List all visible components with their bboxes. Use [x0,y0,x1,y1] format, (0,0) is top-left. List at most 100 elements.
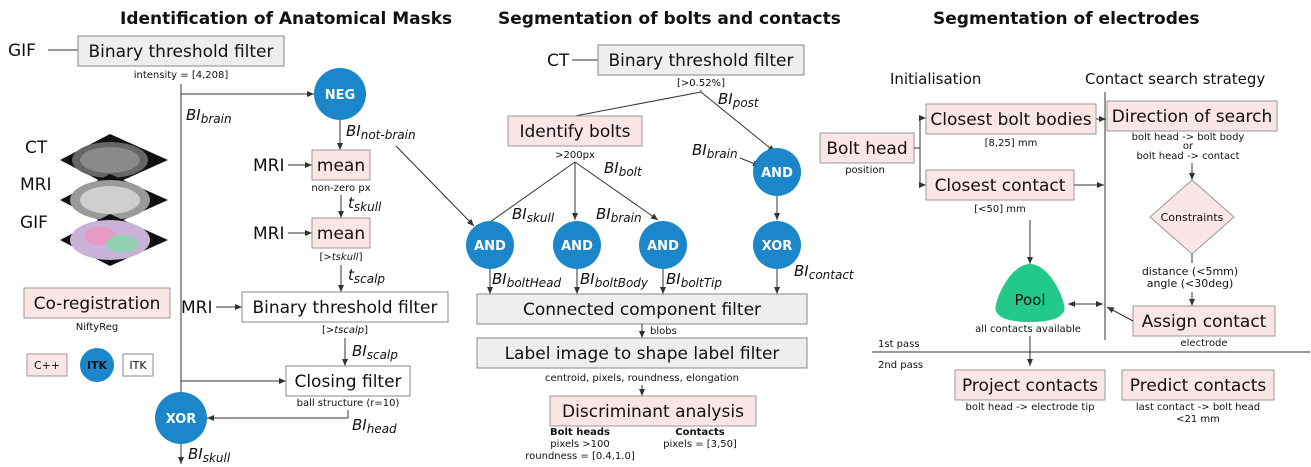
bolt-heads-roundness: roundness = [0.4,1.0] [525,451,635,462]
bolt-range-note: [8,25] mm [985,138,1038,149]
bi-brain-middle-label: BIbrain [692,141,738,161]
shape-attributes-note: centroid, pixels, roundness, elongation [545,373,739,384]
tscalp-threshold-note: [>tscalp] [322,325,368,336]
angle-constraint: angle (<30deg) [1147,277,1234,290]
niftyreg-note: NiftyReg [76,322,118,333]
bi-contact-label: BIcontact [794,262,855,282]
and-node-bolt-tip-label: AND [647,239,679,254]
bi-post-label: BIpost [718,90,760,110]
connected-component-filter-label: Connected component filter [523,300,761,320]
itk-box-badge [122,353,154,377]
cpp-badge-label: C++ [34,359,60,372]
co-registration-label: Co-registration [34,294,161,314]
and-node-brain-label: AND [761,166,793,181]
gif-image-label: GIF [20,213,48,233]
contacts-header: Contacts [675,427,725,438]
bi-bolthead-label: BIboltHead [492,270,561,290]
predict-contacts-note-2: <21 mm [1176,414,1220,425]
and-node-bolt-body [553,221,601,269]
and-node-bolt-tip [639,221,687,269]
bi-boltbody-label: BIboltBody [580,270,649,290]
direction-of-search-label: Direction of search [1112,107,1272,127]
constraints-label: Constraints [1161,211,1224,224]
binary-threshold-filter-ct [597,44,805,76]
mri-input-2: MRI [253,224,285,244]
bi-brain-label: BIbrain [186,106,232,126]
electrode-note: electrode [1180,338,1227,349]
binary-threshold-filter-gif [77,35,285,67]
mean-box-1 [311,149,371,181]
contact-range-note: [<50] mm [974,204,1026,215]
bi-scalp-label: BIscalp [352,342,398,362]
cpp-badge [26,353,68,377]
bi-not-brain-label: BInot-brain [346,122,416,142]
initialisation-heading: Initialisation [890,70,981,88]
itk-box-label: ITK [129,359,147,372]
itk-circle-node [80,348,114,382]
project-contacts-note: bolt head -> electrode tip [966,402,1095,413]
label-shape-filter-label: Label image to shape label filter [505,344,780,364]
contacts-pixels: pixels = [3,50] [663,439,737,450]
gif-input-label: GIF [8,41,36,61]
neg-node [314,68,366,120]
neg-node-label: NEG [325,88,355,103]
bolt-heads-header: Bolt heads [550,427,610,438]
bi-bolt-label: BIbolt [604,159,643,179]
identify-bolts-box [507,115,643,147]
title-bolts-contacts: Segmentation of bolts and contacts [498,9,841,29]
direction-option-1: bolt head -> bolt body [1132,132,1245,143]
bolt-head-box [819,132,915,164]
identify-bolts-label: Identify bolts [519,122,630,142]
binary-threshold-filter-mri-label: Binary threshold filter [252,298,437,318]
mean-box-1-label: mean [317,156,365,176]
t-skull-label: tskull [348,194,382,214]
xor-node-left-label: XOR [166,412,197,427]
non-zero-px-note: non-zero px [311,183,370,194]
predict-contacts-label: Predict contacts [1130,376,1267,396]
binary-threshold-filter-gif-label: Binary threshold filter [88,42,273,62]
bi-brain-middle2-label: BIbrain [596,205,642,225]
title-anatomical-masks: Identification of Anatomical Masks [120,9,452,29]
binary-threshold-filter-mri [241,291,449,323]
distance-constraint: distance (<5mm) [1142,265,1238,278]
t-scalp-label: tscalp [348,266,385,286]
and-node-bolt-head [466,221,514,269]
closing-filter [285,365,411,397]
bi-skull-middle-label: BIskull [512,205,555,225]
stacked-brain-images [60,134,168,266]
first-pass-label: 1st pass [878,339,920,350]
search-strategy-heading: Contact search strategy [1085,70,1265,88]
label-shape-filter [476,337,808,369]
position-note: position [845,165,885,176]
blobs-note: blobs [650,326,677,337]
pool-note: all contacts available [975,324,1081,335]
mean-box-2-label: mean [317,224,365,244]
project-contacts-box [954,369,1106,401]
bi-bolttip-label: BIboltTip [666,270,722,290]
mri-input-3: MRI [181,298,213,318]
pool-label: Pool [1014,291,1045,309]
bolt-heads-pixels: pixels >100 [550,439,610,450]
xor-node-left [155,392,207,444]
ct-image-label: CT [25,138,48,158]
discriminant-analysis-label: Discriminant analysis [562,402,744,422]
xor-node-contact-label: XOR [762,239,793,254]
co-registration-box [23,287,171,319]
direction-option-2: bolt head -> contact [1136,151,1239,162]
and-node-bolt-body-label: AND [561,239,593,254]
mri-image-label: MRI [20,175,52,195]
assign-contact-label: Assign contact [1142,312,1267,332]
pool-blob [995,264,1065,322]
bi-head-label: BIhead [352,416,397,436]
ct-input-label: CT [547,51,570,71]
min-pixels-note: >200px [555,150,595,161]
mean-box-2 [311,217,371,249]
predict-contacts-note-1: last contact -> bolt head [1136,402,1260,413]
direction-or: or [1183,141,1194,152]
bolt-head-label: Bolt head [826,139,907,159]
and-node-brain [753,148,801,196]
discriminant-analysis-box [549,395,757,427]
project-contacts-label: Project contacts [962,376,1098,396]
ball-structure-note: ball structure (r=10) [297,398,400,409]
